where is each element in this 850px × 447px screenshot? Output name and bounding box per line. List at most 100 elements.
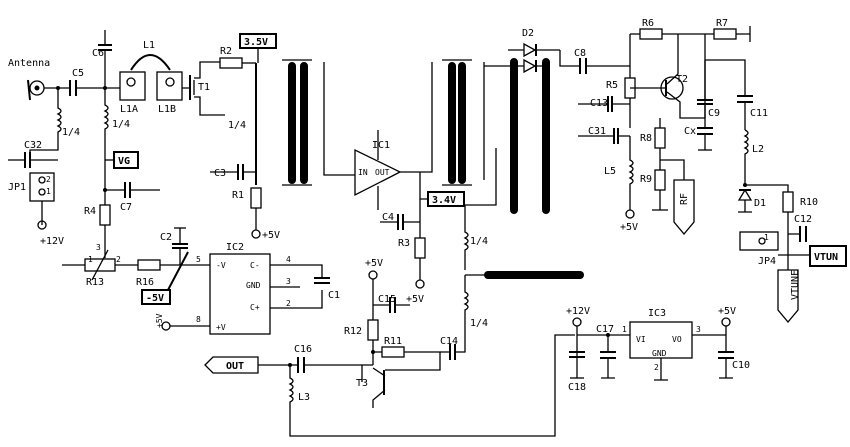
label-vtun: VTUN — [814, 252, 838, 263]
label-l1b: L1B — [158, 104, 176, 115]
label-r13-pin2: 2 — [116, 255, 121, 264]
label-5v-f: +5V — [718, 306, 736, 317]
label-c6: C6 — [92, 48, 104, 59]
label-ic3: IC3 — [648, 308, 666, 319]
resistor-r2 — [219, 57, 243, 69]
resistor-r10 — [782, 191, 794, 213]
label-r4: R4 — [84, 206, 96, 217]
resistor-r7 — [713, 28, 737, 40]
label-quarter-2: 1/4 — [112, 119, 130, 130]
label-ic2-cp: C+ — [250, 303, 260, 312]
label-3v5: 3.5V — [244, 37, 268, 48]
label-ic1-in: IN — [358, 168, 368, 177]
label-5v-e: +5V — [620, 222, 638, 233]
label-r5: R5 — [606, 80, 618, 91]
label-3v4: 3.4V — [432, 195, 456, 206]
label-t1: T1 — [198, 82, 210, 93]
label-ic1: IC1 — [372, 140, 390, 151]
label-r8: R8 — [640, 133, 652, 144]
label-c16: C16 — [294, 344, 312, 355]
label-r1: R1 — [232, 190, 244, 201]
label-pin3: 3 — [286, 277, 291, 286]
label-d2: D2 — [522, 28, 534, 39]
label-ic3-vi: VI — [636, 335, 646, 344]
label-d1: D1 — [754, 198, 766, 209]
resistor-r3 — [414, 237, 426, 259]
label-r9: R9 — [640, 174, 652, 185]
label-vg: VG — [118, 156, 130, 167]
ic3-regulator — [629, 321, 693, 359]
label-rf: RF — [679, 193, 690, 205]
ic2-chip — [209, 253, 271, 335]
label-r6: R6 — [642, 18, 654, 29]
label-cx: Cx — [684, 126, 696, 137]
label-quarter-3: 1/4 — [228, 120, 246, 131]
label-5v-c: +5V — [155, 313, 164, 328]
label-l2: L2 — [752, 144, 764, 155]
label-l1a: L1A — [120, 104, 138, 115]
antenna-symbol — [27, 79, 45, 101]
label-r3: R3 — [398, 238, 410, 249]
label-pin4: 4 — [286, 255, 291, 264]
label-c11: C11 — [750, 108, 768, 119]
resistor-r11 — [381, 346, 405, 358]
label-jp1-pin1: 1 — [46, 187, 51, 196]
label-ic2-cm: C- — [250, 261, 260, 270]
label-quarter-1: 1/4 — [62, 127, 80, 138]
label-jp4-pin1: 1 — [764, 233, 769, 242]
label-pin8: 8 — [196, 315, 201, 324]
label-l1: L1 — [143, 40, 155, 51]
supply-12v-a — [37, 220, 47, 230]
resistor-r8 — [654, 127, 666, 149]
label-ic3-pin3: 3 — [696, 325, 701, 334]
label-ic3-pin1: 1 — [622, 325, 627, 334]
vtune-tag — [777, 269, 799, 324]
label-out: OUT — [226, 361, 244, 372]
label-c1: C1 — [328, 290, 340, 301]
l1a-box — [119, 71, 146, 101]
label-r10: R10 — [800, 197, 818, 208]
label-r11: R11 — [384, 336, 402, 347]
label-ic2-pv: +V — [216, 323, 226, 332]
rf-output-tag — [673, 179, 695, 236]
label-c9: C9 — [708, 108, 720, 119]
label-c17: C17 — [596, 324, 614, 335]
label-antenna: Antenna — [8, 58, 50, 69]
label-ic3-pin2: 2 — [654, 363, 659, 372]
resistor-r12 — [367, 319, 379, 341]
ic1-amplifier — [354, 148, 402, 197]
label-t2: T2 — [676, 74, 688, 85]
label-ic2-gnd: GND — [246, 281, 261, 290]
label-r2: R2 — [220, 46, 232, 57]
label-l5: L5 — [604, 166, 616, 177]
label-r13-pin3: 3 — [96, 243, 101, 252]
label-12v-b: +12V — [566, 306, 590, 317]
label-5v-d: +5V — [365, 258, 383, 269]
label-quarter-4: 1/4 — [470, 236, 488, 247]
label-quarter-5: 1/4 — [470, 318, 488, 329]
label-c15: C15 — [378, 294, 396, 305]
label-ic1-out: OUT — [375, 168, 390, 177]
resistor-r4 — [99, 204, 111, 226]
label-c18: C18 — [568, 382, 586, 393]
label-vtune: VTUNE — [790, 270, 801, 300]
resistor-r9 — [654, 169, 666, 191]
resistor-r1 — [250, 187, 262, 209]
label-pin2: 2 — [286, 299, 291, 308]
label-r7: R7 — [716, 18, 728, 29]
label-c31: C31 — [588, 126, 606, 137]
label-c14: C14 — [440, 336, 458, 347]
label-ic2-mv: -V — [216, 261, 226, 270]
label-c8: C8 — [574, 48, 586, 59]
label-l3: L3 — [298, 392, 310, 403]
label-ic2: IC2 — [226, 242, 244, 253]
label-ic3-gnd: GND — [652, 349, 667, 358]
label-c12: C12 — [794, 214, 812, 225]
label-jp4: JP4 — [758, 256, 776, 267]
label-jp1: JP1 — [8, 182, 26, 193]
jp1-header[interactable] — [29, 172, 55, 202]
label-12v-a: +12V — [40, 236, 64, 247]
label-pin5: 5 — [196, 255, 201, 264]
